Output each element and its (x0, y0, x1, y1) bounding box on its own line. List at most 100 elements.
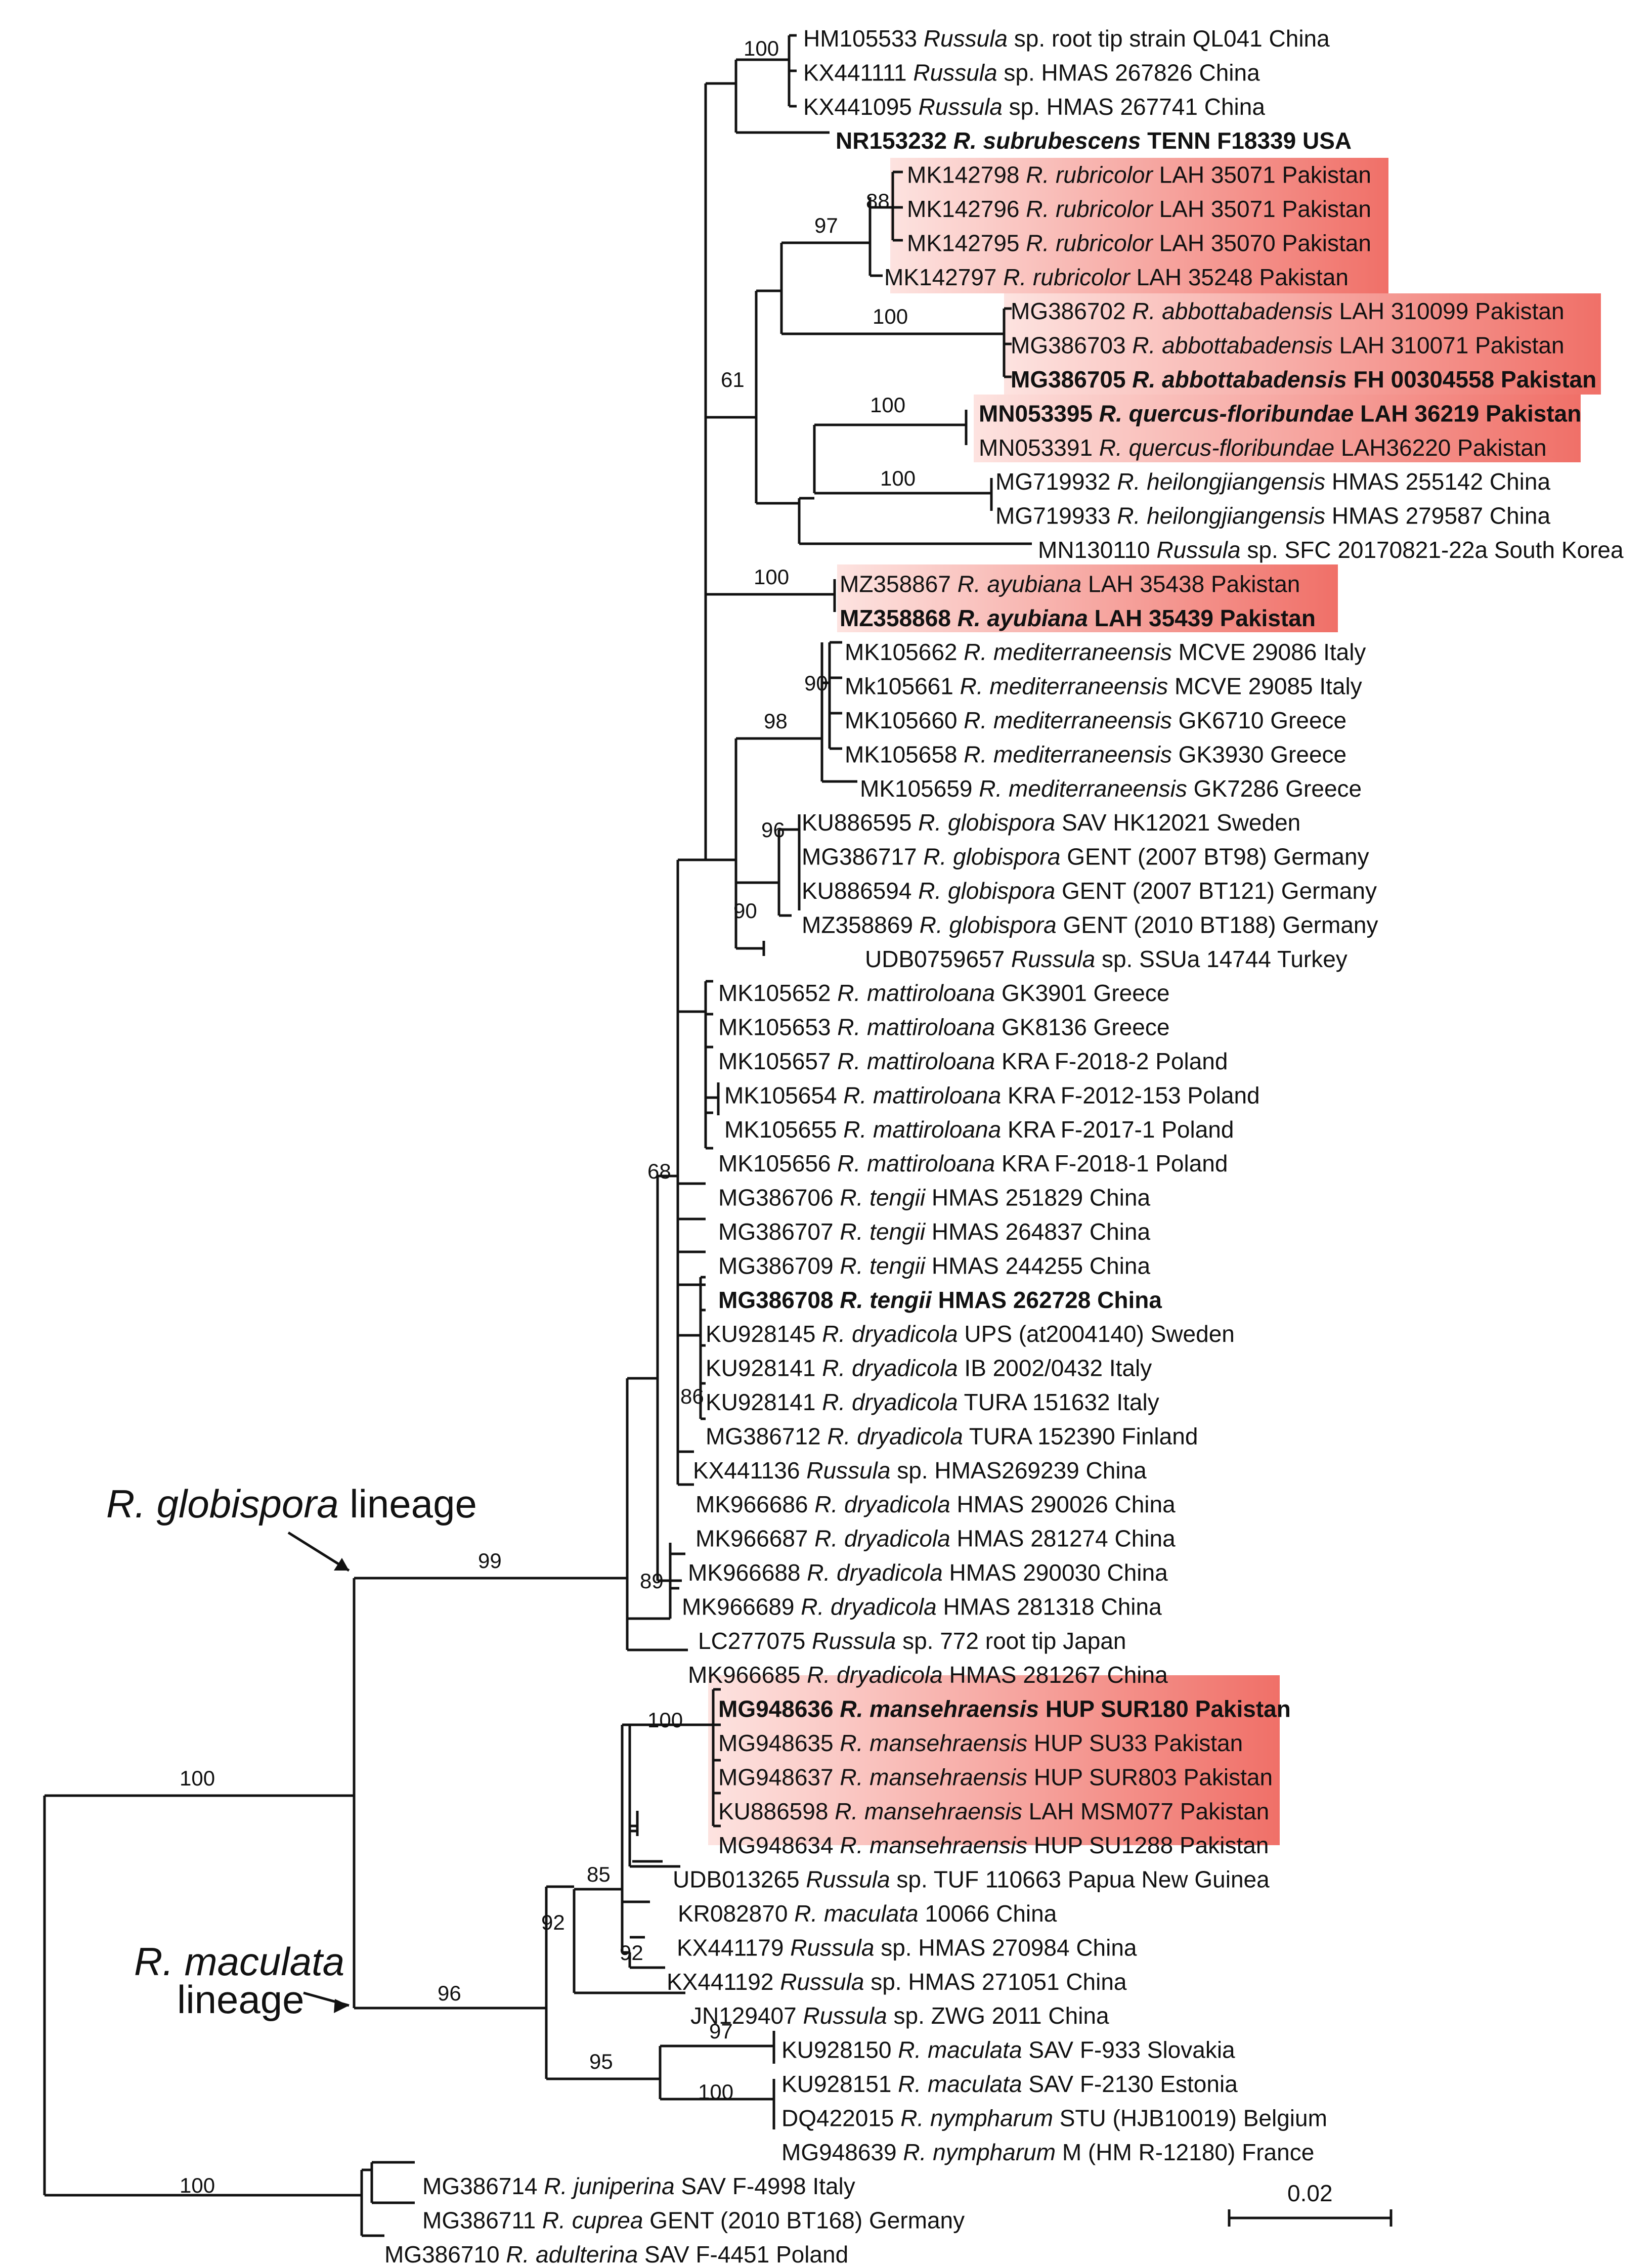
taxon-label: MG386709 R. tengii HMAS 244255 China (718, 1252, 1150, 1279)
bootstrap-support-labels: 1008897100611001001009098969068868999100… (180, 36, 916, 2197)
taxon-label: DQ422015 R. nympharum STU (HJB10019) Bel… (781, 2105, 1327, 2131)
support-value: 61 (721, 368, 745, 391)
taxon-label: KX441179 Russula sp. HMAS 270984 China (677, 1934, 1137, 1961)
highlight-quercus-floribundae (974, 395, 1581, 462)
taxon-label: MG386707 R. tengii HMAS 264837 China (718, 1218, 1150, 1245)
support-value: 100 (180, 2173, 215, 2197)
highlight-rubricolor (890, 158, 1388, 293)
taxon-label: MG386717 R. globispora GENT (2007 BT98) … (802, 844, 1369, 870)
taxon-label: MK966687 R. dryadicola HMAS 281274 China (695, 1526, 1176, 1552)
taxon-label: MG386710 R. adulterina SAV F-4451 Poland (384, 2241, 848, 2265)
taxon-label: MK105652 R. mattiroloana GK3901 Greece (718, 980, 1169, 1006)
support-value: 100 (647, 1708, 683, 1732)
support-value: 97 (709, 2019, 733, 2043)
taxon-label: JN129407 Russula sp. ZWG 2011 China (690, 2002, 1109, 2029)
taxon-label: MZ358867 R. ayubiana LAH 35438 Pakistan (840, 571, 1300, 597)
taxon-label: MN053395 R. quercus-floribundae LAH 3621… (979, 400, 1581, 426)
taxon-labels: HM105533 Russula sp. root tip strain QL0… (384, 25, 1624, 2265)
support-value: 95 (589, 2050, 613, 2073)
taxon-label: MK105655 R. mattiroloana KRA F-2017-1 Po… (724, 1116, 1234, 1143)
taxon-label: MZ358869 R. globispora GENT (2010 BT188)… (802, 911, 1378, 938)
taxon-label: MG948636 R. mansehraensis HUP SUR180 Pak… (718, 1696, 1291, 1722)
taxon-label: MK105656 R. mattiroloana KRA F-2018-1 Po… (718, 1150, 1228, 1177)
taxon-label: MK105658 R. mediterraneensis GK3930 Gree… (845, 741, 1346, 767)
support-value: 88 (866, 189, 890, 213)
support-value: 90 (804, 671, 828, 695)
support-value: 100 (180, 1766, 215, 1790)
taxon-label: MN053391 R. quercus-floribundae LAH36220… (979, 434, 1547, 461)
taxon-label: MK105653 R. mattiroloana GK8136 Greece (718, 1014, 1169, 1040)
taxon-label: KX441111 Russula sp. HMAS 267826 China (803, 59, 1260, 85)
taxon-label: MG948639 R. nympharum M (HM R-12180) Fra… (781, 2139, 1314, 2165)
support-value: 100 (754, 565, 789, 589)
taxon-label: KX441136 Russula sp. HMAS269239 China (693, 1457, 1147, 1484)
support-value: 98 (764, 709, 788, 733)
taxon-label: LC277075 Russula sp. 772 root tip Japan (698, 1628, 1126, 1654)
support-value: 96 (761, 818, 785, 842)
taxon-label: MG386708 R. tengii HMAS 262728 China (718, 1287, 1162, 1313)
taxon-label: MG386712 R. dryadicola TURA 152390 Finla… (706, 1423, 1198, 1449)
support-value: 92 (620, 1941, 643, 1965)
lineage-globispora: R. globispora lineage (106, 1482, 477, 1526)
lineage-labels: R. globispora lineage R. maculata lineag… (106, 1482, 477, 2022)
taxon-label: UDB0759657 Russula sp. SSUa 14744 Turkey (865, 946, 1347, 972)
taxon-label: MG386706 R. tengii HMAS 251829 China (718, 1185, 1150, 1211)
lineage-maculata-word: lineage (177, 1977, 305, 2022)
taxon-label: KU928151 R. maculata SAV F-2130 Estonia (781, 2071, 1238, 2097)
taxon-label: MK105657 R. mattiroloana KRA F-2018-2 Po… (718, 1048, 1228, 1074)
taxon-label: MG948637 R. mansehraensis HUP SUR803 Pak… (718, 1764, 1273, 1790)
taxon-label: KX441095 Russula sp. HMAS 267741 China (803, 94, 1265, 120)
support-value: 99 (478, 1549, 502, 1573)
taxon-label: MK966685 R. dryadicola HMAS 281267 China (688, 1662, 1168, 1688)
taxon-label: NR153232 R. subrubescens TENN F18339 USA (836, 127, 1352, 154)
taxon-label: KU928141 R. dryadicola IB 2002/0432 Ital… (706, 1355, 1152, 1381)
taxon-label: MK142795 R. rubricolor LAH 35070 Pakista… (907, 230, 1371, 256)
highlight-mansehraensis (708, 1675, 1280, 1845)
support-value: 100 (698, 2080, 733, 2104)
taxon-label: MG386711 R. cuprea GENT (2010 BT168) Ger… (422, 2207, 965, 2234)
support-value: 100 (880, 466, 916, 490)
highlight-abbottabadensis (1004, 293, 1601, 395)
taxon-label: MK142797 R. rubricolor LAH 35248 Pakista… (884, 264, 1349, 290)
support-value: 96 (438, 1981, 461, 2005)
highlight-ayubiana (837, 564, 1338, 632)
taxon-label: MG948635 R. mansehraensis HUP SU33 Pakis… (718, 1730, 1243, 1756)
support-value: 89 (640, 1569, 664, 1593)
taxon-label: MG719933 R. heilongjiangensis HMAS 27958… (995, 503, 1550, 529)
taxon-label: MG719932 R. heilongjiangensis HMAS 25514… (995, 468, 1550, 495)
taxon-label: MK142798 R. rubricolor LAH 35071 Pakista… (907, 162, 1371, 188)
taxon-label: MK966686 R. dryadicola HMAS 290026 China (695, 1491, 1176, 1517)
taxon-label: KU928150 R. maculata SAV F-933 Slovakia (781, 2037, 1235, 2063)
taxon-label: MK105659 R. mediterraneensis GK7286 Gree… (860, 775, 1362, 802)
taxon-label: MK105662 R. mediterraneensis MCVE 29086 … (845, 639, 1366, 665)
taxon-label: MK966689 R. dryadicola HMAS 281318 China (682, 1593, 1162, 1620)
support-value: 85 (587, 1862, 611, 1886)
taxon-label: MG948634 R. mansehraensis HUP SU1288 Pak… (718, 1832, 1269, 1858)
taxon-label: UDB013265 Russula sp. TUF 110663 Papua N… (673, 1866, 1270, 1893)
support-value: 100 (873, 304, 908, 328)
support-value: 68 (647, 1159, 671, 1183)
taxon-label: Mk105661 R. mediterraneensis MCVE 29085 … (845, 673, 1362, 700)
taxon-label: MK142796 R. rubricolor LAH 35071 Pakista… (907, 196, 1371, 222)
taxon-label: MG386703 R. abbottabadensis LAH 310071 P… (1011, 332, 1564, 359)
support-value: 90 (733, 899, 757, 923)
lineage-maculata-italic: R. maculata (134, 1939, 344, 1984)
taxon-label: KU886594 R. globispora GENT (2007 BT121)… (802, 878, 1377, 904)
taxon-label: MN130110 Russula sp. SFC 20170821-22a So… (1038, 537, 1624, 563)
taxon-label: MK966688 R. dryadicola HMAS 290030 China (688, 1559, 1168, 1586)
taxon-label: KU928145 R. dryadicola UPS (at2004140) S… (706, 1321, 1235, 1347)
support-value: 97 (814, 213, 838, 237)
tree-branches (43, 34, 1393, 2237)
taxon-label: KU886595 R. globispora SAV HK12021 Swede… (802, 809, 1300, 836)
support-value: 100 (870, 393, 905, 417)
taxon-label: MK105660 R. mediterraneensis GK6710 Gree… (845, 707, 1346, 733)
support-value: 92 (541, 1910, 565, 1934)
taxon-label: MG386705 R. abbottabadensis FH 00304558 … (1011, 366, 1596, 393)
taxon-label: HM105533 Russula sp. root tip strain QL0… (803, 25, 1330, 52)
taxon-label: KR082870 R. maculata 10066 China (678, 1900, 1057, 1927)
taxon-label: KU886598 R. mansehraensis LAH MSM077 Pak… (718, 1798, 1269, 1824)
taxon-label: KX441192 Russula sp. HMAS 271051 China (667, 1969, 1127, 1995)
scale-bar-label: 0.02 (1287, 2180, 1333, 2206)
support-value: 100 (744, 36, 779, 60)
